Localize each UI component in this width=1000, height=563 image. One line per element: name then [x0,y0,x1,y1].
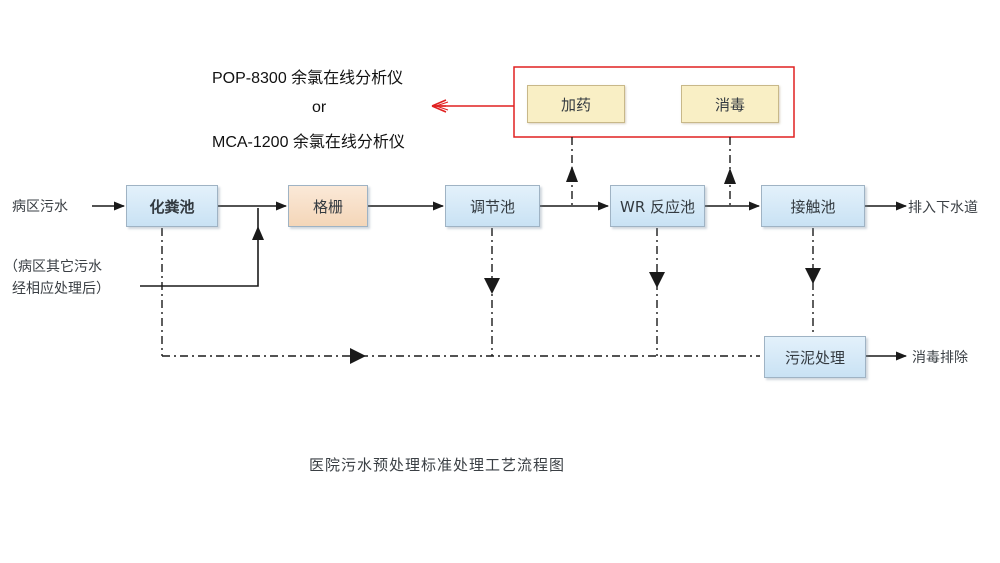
diagram-caption: 医院污水预处理标准处理工艺流程图 [309,456,566,474]
label-output-water: 排入下水道 [908,200,978,216]
node-wr-reaction-tank: WR 反应池 [610,185,705,227]
annotation-line-2: MCA-1200 余氯在线分析仪 [212,134,405,151]
annotation-line-1: POP-8300 余氯在线分析仪 [212,70,404,87]
label-input-other-2: 经相应处理后） [12,281,110,297]
dashdot-lines [161,137,814,357]
label-input-main: 病区污水 [12,199,68,215]
node-regulating-tank: 调节池 [445,185,540,227]
node-sludge-treatment: 污泥处理 [764,336,866,378]
node-contact-tank: 接触池 [761,185,865,227]
node-disinfection: 消毒 [681,85,779,123]
label-input-other-1: （病区其它污水 [4,259,102,275]
highlight-box [513,66,795,138]
annotation-or: or [312,99,327,116]
node-dosing: 加药 [527,85,625,123]
label-output-sludge: 消毒排除 [912,350,968,366]
node-septic-tank: 化粪池 [126,185,218,227]
red-arrow [431,99,514,113]
main-flow [92,201,908,361]
node-grating: 格栅 [288,185,368,227]
